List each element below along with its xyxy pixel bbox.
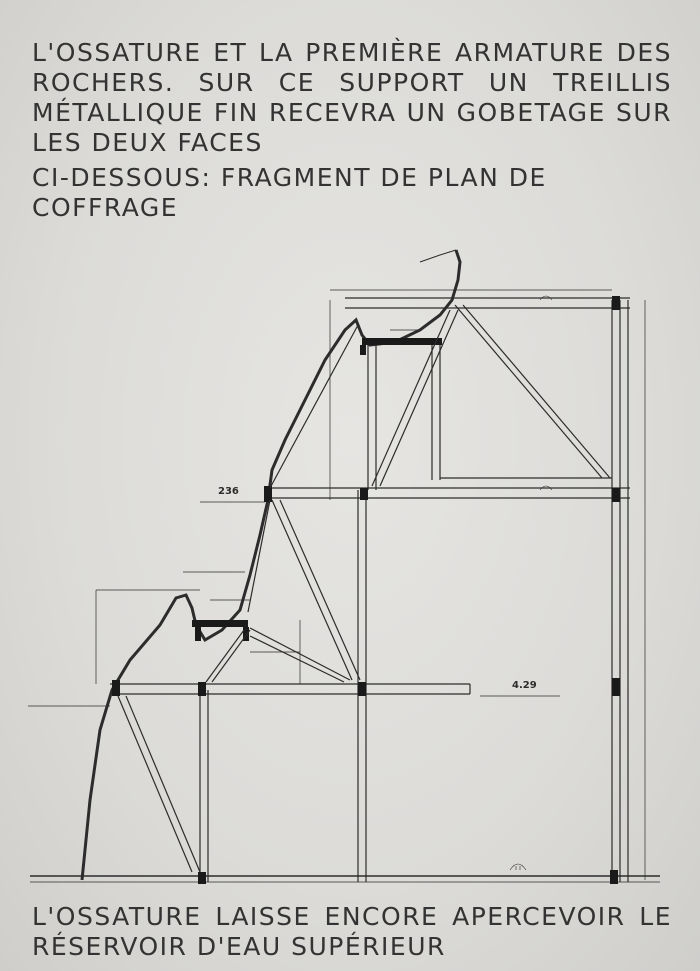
rock-top-tip: [419, 249, 457, 263]
top-caption: L'OSSATURE ET LA PREMIÈRE ARMATURE DES R…: [32, 38, 672, 157]
columns: [199, 300, 629, 882]
beams: [110, 297, 630, 695]
upper-slab: [362, 338, 442, 345]
bottom-caption: L'OSSATURE LAISSE ENCORE APERCEVOIR LE R…: [32, 902, 672, 961]
joints: [112, 296, 620, 884]
diagonal-braces: [117, 304, 611, 873]
dimension-lines: [28, 289, 646, 880]
lower-slab: [192, 620, 248, 627]
level-label-upper: 236: [218, 486, 239, 497]
sub-caption: CI-DESSOUS: FRAGMENT DE PLAN DE COFFRAGE: [32, 163, 547, 222]
hatch-marks: [509, 295, 553, 871]
level-label-lower: 4.29: [512, 680, 537, 691]
